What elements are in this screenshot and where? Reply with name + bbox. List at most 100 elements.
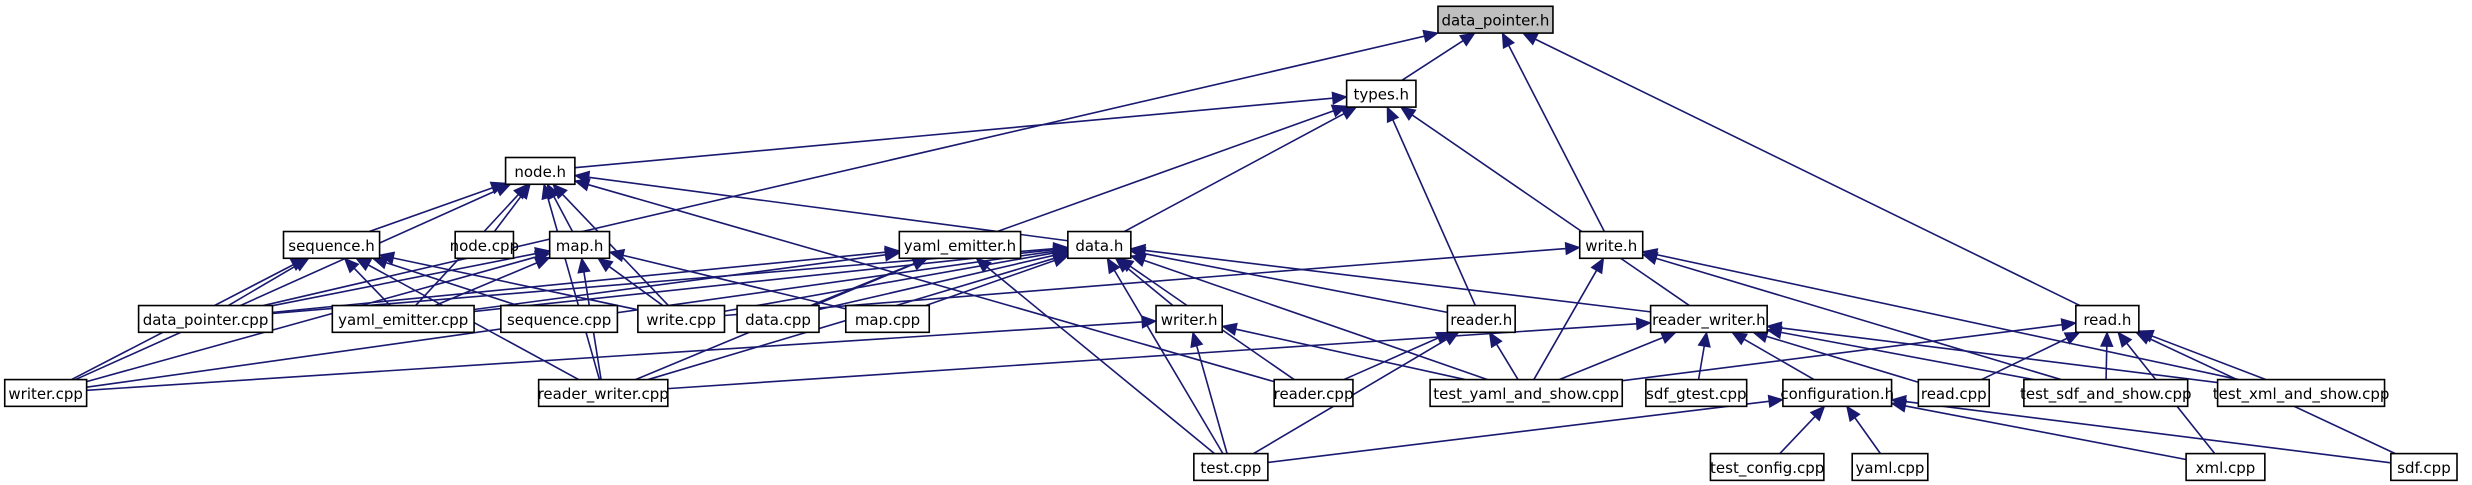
- node-node-cpp[interactable]: node.cpp: [450, 230, 520, 260]
- edge-line: [1656, 253, 2239, 381]
- edge-reader-writer-cpp-to-reader-writer-h: [667, 317, 1652, 390]
- edge-test-yaml-and-show-cpp-to-reader-h: [1488, 331, 1519, 380]
- node-label: write.h: [1585, 237, 1637, 255]
- node-writer-cpp[interactable]: writer.cpp: [3, 378, 88, 408]
- edge-test-xml-and-show-cpp-to-reader-writer-h: [1765, 321, 2218, 384]
- node-read-cpp[interactable]: read.cpp: [1917, 378, 1991, 408]
- arrowhead-icon: [1106, 257, 1121, 275]
- arrowhead-icon: [1331, 91, 1348, 105]
- node-xml-cpp[interactable]: xml.cpp: [2185, 452, 2266, 482]
- edge-test-cpp-to-configuration-h: [1267, 394, 1785, 464]
- arrowhead-icon: [1590, 257, 1605, 275]
- node-map-cpp[interactable]: map.cpp: [844, 304, 931, 334]
- arrowhead-icon: [1846, 405, 1861, 423]
- edge-line: [1144, 252, 1448, 314]
- edge-line: [1780, 327, 2218, 384]
- node-reader-writer-h[interactable]: reader_writer.h: [1649, 304, 1768, 334]
- edge-line: [1558, 336, 1664, 381]
- edge-test-cpp-to-yaml-emitter-h: [975, 257, 1216, 455]
- edge-line: [1743, 338, 1815, 381]
- node-data-h[interactable]: data.h: [1067, 230, 1132, 260]
- node-box: [137, 304, 274, 334]
- arrowhead-icon: [1564, 241, 1581, 256]
- edge-test-yaml-and-show-cpp-to-reader-writer-h: [1558, 331, 1678, 381]
- node-configuration-h[interactable]: configuration.h: [1780, 378, 1894, 408]
- node-sdf-gtest-cpp[interactable]: sdf_gtest.cpp: [1645, 378, 1748, 408]
- edge-reader-writer-h-to-types-h: [1399, 106, 1690, 307]
- edge-line: [1697, 345, 1706, 380]
- node-data-cpp[interactable]: data.cpp: [736, 304, 820, 334]
- node-test-sdf-and-show-cpp[interactable]: test_sdf_and_show.cpp: [2020, 378, 2192, 408]
- node-types-h[interactable]: types.h: [1345, 79, 1417, 108]
- node-map-h[interactable]: map.h: [548, 230, 611, 260]
- node-label: data.h: [1075, 237, 1123, 255]
- arrowhead-icon: [1399, 106, 1417, 121]
- nodes-layer: data_pointer.h types.h node.h sequence.h nod…: [3, 5, 2458, 482]
- edge-test-cpp-to-writer-h: [1190, 331, 1228, 454]
- edge-line: [1343, 337, 1439, 381]
- edge-line: [724, 252, 1055, 313]
- edges-layer: [71, 29, 2396, 464]
- arrowhead-icon: [1635, 317, 1652, 331]
- node-yaml-emitter-cpp[interactable]: yaml_emitter.cpp: [331, 304, 475, 334]
- node-yaml-emitter-h[interactable]: yaml_emitter.h: [898, 230, 1022, 260]
- node-writer-h[interactable]: writer.h: [1155, 304, 1224, 334]
- edge-test-yaml-and-show-cpp-to-data-h: [1129, 254, 1488, 381]
- arrowhead-icon: [1220, 322, 1238, 336]
- edge-line: [1195, 345, 1228, 454]
- node-test-cpp[interactable]: test.cpp: [1193, 452, 1269, 482]
- edge-yaml-emitter-cpp-to-yaml-emitter-h: [473, 248, 901, 311]
- node-reader-cpp[interactable]: reader.cpp: [1273, 378, 1354, 408]
- node-write-h[interactable]: write.h: [1578, 230, 1644, 260]
- node-label: test_config.cpp: [1710, 459, 1824, 478]
- node-sdf-cpp[interactable]: sdf.cpp: [2390, 452, 2458, 482]
- node-reader-h[interactable]: reader.h: [1446, 304, 1516, 334]
- edge-node-h-to-types-h: [574, 91, 1348, 169]
- node-label: write.cpp: [646, 311, 716, 329]
- node-test-yaml-and-show-cpp[interactable]: test_yaml_and_show.cpp: [1429, 378, 1624, 408]
- node-label: reader_writer.h: [1652, 311, 1765, 330]
- edge-line: [1401, 40, 1464, 81]
- node-box: [1345, 79, 1417, 108]
- node-box: [2216, 378, 2386, 408]
- edge-line: [385, 261, 519, 307]
- node-label: sdf.cpp: [2397, 459, 2451, 477]
- node-node-h[interactable]: node.h: [504, 156, 576, 186]
- edge-line: [1905, 400, 2391, 464]
- arrowhead-icon: [1488, 331, 1503, 349]
- node-test-config-cpp[interactable]: test_config.cpp: [1709, 452, 1825, 482]
- edge-test-cpp-to-data-h: [1106, 257, 1224, 455]
- edge-line: [588, 176, 1068, 242]
- arrowhead-icon: [1422, 29, 1440, 43]
- edge-line: [369, 187, 493, 233]
- arrowhead-icon: [1809, 405, 1826, 422]
- node-label: test_sdf_and_show.cpp: [2020, 385, 2192, 404]
- node-label: sequence.h: [288, 237, 375, 255]
- node-sequence-h[interactable]: sequence.h: [282, 230, 381, 260]
- edge-data-h-to-node-h: [573, 170, 1068, 242]
- node-write-cpp[interactable]: write.cpp: [637, 304, 726, 334]
- node-box: [2390, 452, 2458, 482]
- arrowhead-icon: [1697, 331, 1711, 348]
- edge-line: [574, 97, 1333, 169]
- arrowhead-icon: [1501, 31, 1515, 50]
- node-box: [1645, 378, 1748, 408]
- node-sequence-cpp[interactable]: sequence.cpp: [500, 304, 619, 334]
- arrowhead-icon: [1521, 32, 1539, 46]
- arrowhead-icon: [1340, 106, 1358, 120]
- node-reader-writer-cpp[interactable]: reader_writer.cpp: [538, 378, 669, 408]
- arrowhead-icon: [2063, 331, 2081, 345]
- node-box: [1917, 378, 1991, 408]
- edge-line: [272, 252, 537, 307]
- node-data-pointer-cpp[interactable]: data_pointer.cpp: [137, 304, 274, 334]
- edge-test-config-cpp-to-configuration-h: [1779, 405, 1826, 455]
- edge-sdf-gtest-cpp-to-reader-writer-h: [1697, 331, 1711, 380]
- node-box: [548, 230, 611, 260]
- edge-line: [393, 257, 639, 311]
- node-label: read.cpp: [1921, 385, 1987, 403]
- node-yaml-cpp[interactable]: yaml.cpp: [1851, 452, 1929, 482]
- node-test-xml-and-show-cpp[interactable]: test_xml_and_show.cpp: [2213, 378, 2390, 408]
- node-read-h[interactable]: read.h: [2075, 304, 2140, 334]
- node-label: yaml_emitter.cpp: [338, 311, 468, 330]
- node-data-pointer-h[interactable]: data_pointer.h: [1437, 5, 1554, 34]
